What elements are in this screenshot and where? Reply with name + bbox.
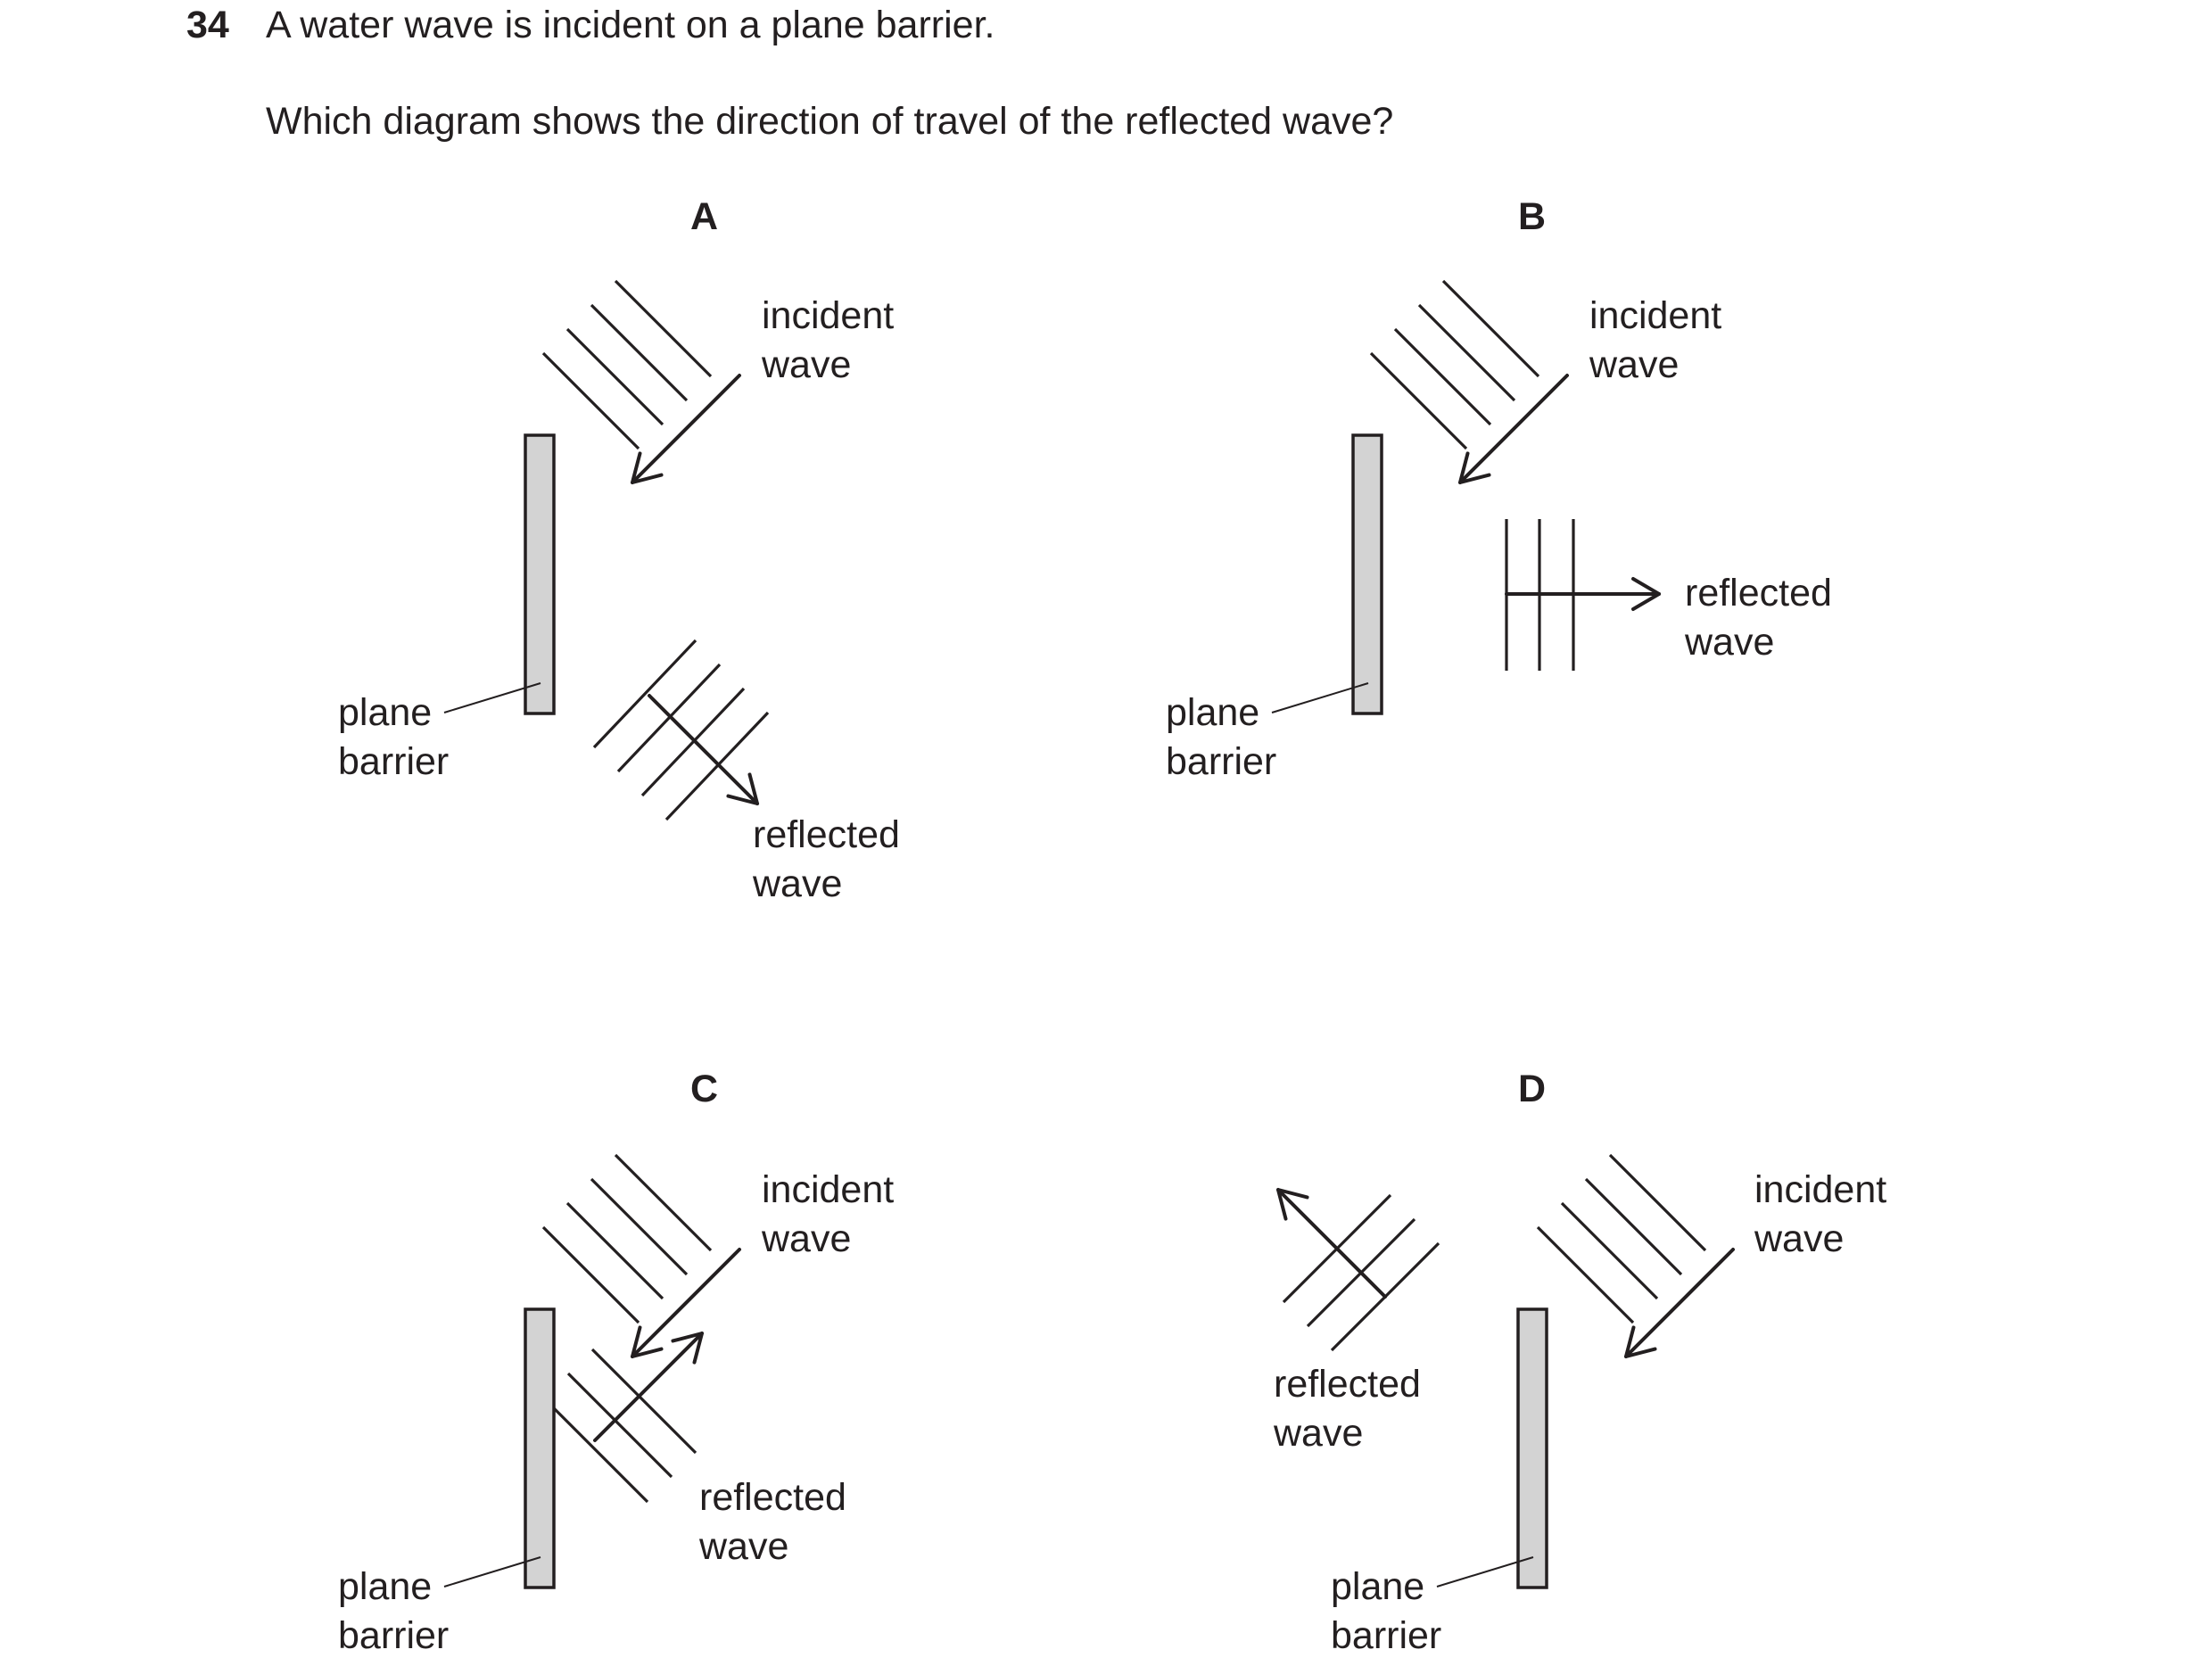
incident-wavefronts-d [1536,1153,1707,1324]
reflected-wavefronts-a [592,639,770,821]
question-prompt: Which diagram shows the direction of tra… [266,100,1394,143]
reflected-label-a-line2: wave [752,862,842,905]
incident-wavefronts-b [1369,279,1540,450]
option-letter-b: B [1518,195,1546,238]
option-b[interactable]: B plane barrier incident wave reflected … [1166,195,1832,783]
incident-ray-arrow-b [1458,374,1569,484]
reflected-label-c-line2: wave [698,1525,788,1568]
option-c[interactable]: C plane barrier incident wave reflected … [338,1068,894,1657]
barrier-label-d-line1: plane [1331,1565,1424,1608]
option-d[interactable]: D plane barrier incident wave reflected … [1273,1068,1886,1657]
incident-wavefronts-c [541,1153,713,1324]
incident-wavefronts-a [541,279,713,450]
incident-label-d-line2: wave [1754,1217,1844,1260]
question-number: 34 [186,4,229,46]
reflected-label-d-line2: wave [1273,1412,1363,1455]
plane-barrier-d [1516,1307,1548,1589]
reflected-label-a-line1: reflected [753,813,900,856]
barrier-leader-line-c [443,1556,541,1588]
barrier-label-b-line2: barrier [1166,740,1276,783]
barrier-label-b-line1: plane [1166,691,1259,734]
incident-label-d-line1: incident [1754,1168,1886,1211]
incident-label-b-line2: wave [1589,343,1679,386]
incident-ray-arrow-d [1624,1248,1735,1358]
incident-label-a-line2: wave [761,343,851,386]
incident-label-c-line1: incident [762,1168,894,1211]
question-stem: A water wave is incident on a plane barr… [266,4,995,46]
option-letter-c: C [690,1068,718,1110]
barrier-leader-line-d [1436,1556,1534,1588]
barrier-leader-line-a [443,682,541,713]
incident-ray-arrow-a [631,374,741,484]
incident-label-c-line2: wave [761,1217,851,1260]
reflected-wavefronts-c [552,1348,697,1504]
incident-label-a-line1: incident [762,294,894,337]
plane-barrier-b [1351,433,1383,715]
option-a[interactable]: A plane barrier incident wave reflected … [338,195,900,905]
plane-barrier-a [524,433,556,715]
incident-label-b-line1: incident [1589,294,1721,337]
plane-barrier-c [524,1307,556,1589]
reflected-ray-arrow-c [593,1332,704,1442]
barrier-leader-line-b [1271,682,1369,713]
barrier-label-a-line2: barrier [338,740,449,783]
barrier-label-c-line2: barrier [338,1614,449,1657]
option-letter-d: D [1518,1068,1546,1110]
reflected-label-c-line1: reflected [699,1476,846,1519]
reflected-ray-arrow-d [1276,1188,1387,1299]
reflected-ray-arrow-a [648,694,759,805]
incident-ray-arrow-c [631,1248,741,1358]
reflected-label-d-line1: reflected [1274,1363,1421,1406]
barrier-label-a-line1: plane [338,691,432,734]
reflected-label-b-line1: reflected [1685,572,1832,614]
barrier-label-c-line1: plane [338,1565,432,1608]
reflected-label-b-line2: wave [1684,621,1774,664]
barrier-label-d-line2: barrier [1331,1614,1441,1657]
option-letter-a: A [690,195,718,238]
